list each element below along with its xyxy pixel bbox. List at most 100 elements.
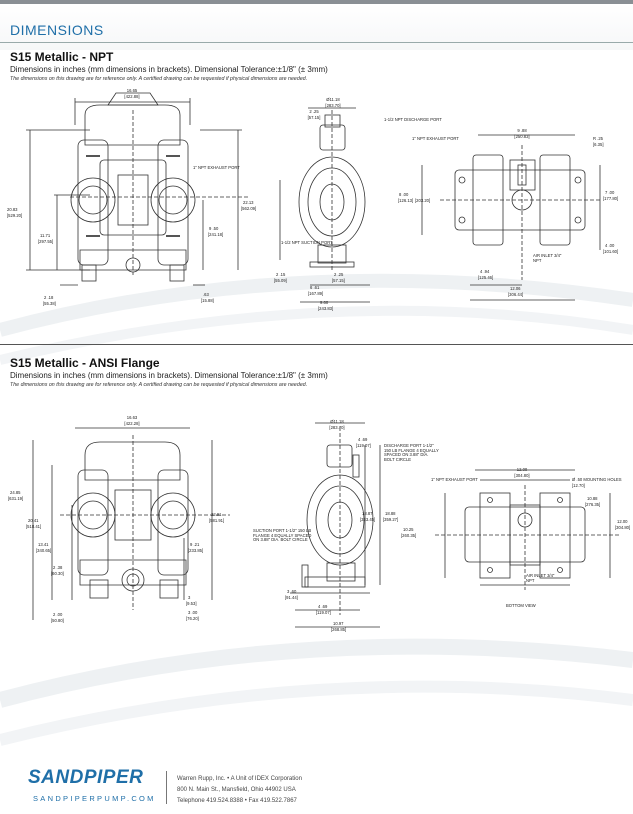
npt-plan-h3-mm: [101.60] (603, 249, 619, 254)
ansi-front-h5-mm: [233.85] (188, 548, 204, 553)
ansi-side-h2-mm: [359.27] (383, 517, 399, 522)
npt-plan-w1: 9 .88 (517, 128, 527, 133)
npt-front-view-drawing (26, 92, 250, 286)
npt-front-height-mm: [529.20] (7, 213, 23, 218)
npt-plan-b2: 12.06 (510, 286, 521, 291)
npt-side-top: Ø11.18 (326, 97, 340, 102)
ansi-front-view-drawing (32, 427, 230, 620)
ansi-front-h2-mm: [518.41] (26, 524, 42, 529)
npt-plan-exhaust-label: 1" NPT EXHAUST PORT (412, 136, 459, 141)
ansi-plan-mount: Ø .50 MOUNTING HOLES (572, 477, 622, 482)
ansi-side-suction-label: SUCTION PORT 1-1/2" 150 LB FLANGE 4 EQUA… (253, 528, 312, 543)
ansi-side-b3: 10.97 (333, 621, 344, 626)
section-subtitle-ansi: Dimensions in inches (mm dimensions in b… (10, 371, 328, 380)
ansi-side-top-mm: [283.70] (329, 425, 345, 430)
ansi-front-height-mm: [631.19] (8, 496, 24, 501)
npt-plan-h1-mm: [203.20] (415, 198, 431, 203)
ansi-side-b2: 4 .69 (318, 604, 328, 609)
npt-plan-h0: [126.13] (398, 198, 414, 203)
ansi-plan-h1: 10.25 (403, 527, 414, 532)
npt-plan-r-mm: [6.35] (593, 142, 604, 147)
npt-front-h2: 11.71 (40, 233, 51, 238)
ansi-front-h3: 13.41 (38, 542, 49, 547)
ansi-front-b1-mm: [60.30] (51, 571, 64, 576)
ansi-front-b4-mm: [9.53] (186, 601, 197, 606)
npt-front-b1-mm: [55.38] (43, 301, 56, 306)
page-header: DIMENSIONS (0, 0, 633, 50)
npt-front-b2-mm: [15.88] (201, 298, 214, 303)
ansi-front-h3-mm: [340.65] (36, 548, 52, 553)
ansi-plan-h2: 12.00 (617, 519, 628, 524)
ansi-front-h2: 20.41 (28, 518, 39, 523)
ansi-side-view-drawing (290, 422, 381, 628)
npt-plan-h2-mm: [177.80] (603, 196, 619, 201)
npt-side-b3: 6 .61 (310, 285, 320, 290)
ansi-front-b3: 3 .00 (188, 610, 198, 615)
npt-side-b4: 9.60 (320, 300, 329, 305)
npt-side-b1-mm: [55.09] (274, 278, 287, 283)
npt-side-b4-mm: [243.83] (318, 306, 334, 311)
npt-plan-b1-mm: [125.46] (478, 275, 494, 280)
npt-plan-air-label: AIR INLET 3/4" NPT (533, 253, 562, 263)
section-title-npt: S15 Metallic - NPT (10, 50, 114, 64)
ansi-plan-air-label: AIR INLET 3/4" NPT (526, 573, 555, 583)
ansi-plan-bottom-label: BOTTOM VIEW (506, 603, 536, 608)
ansi-plan-h1-mm: [260.35] (401, 533, 417, 538)
npt-plan-h3: 4 .00 (605, 243, 615, 248)
npt-front-height: 20.83 (7, 207, 18, 212)
ansi-front-b1: 2 .38 (53, 565, 63, 570)
header-rule (0, 42, 633, 43)
ansi-front-h5: 9 .21 (190, 542, 200, 547)
npt-front-h4: 9 .50 (209, 226, 219, 231)
ansi-side-b2-mm: [119.07] (316, 610, 331, 615)
ansi-side-top2-mm: [119.07] (356, 443, 371, 448)
footer-address-line: 800 N. Main St., Mansfield, Ohio 44902 U… (177, 787, 296, 793)
npt-front-b2: .63 (203, 292, 209, 297)
npt-plan-r: R .25 (593, 136, 604, 141)
ansi-side-top2: 4 .69 (358, 437, 368, 442)
npt-plan-b2-mm: [306.44] (508, 292, 524, 297)
npt-front-h3-mm: [562.09] (241, 206, 257, 211)
ansi-side-top: Ø11.18 (330, 419, 344, 424)
npt-side-b1: 2 .15 (276, 272, 286, 277)
npt-side-view-drawing (279, 107, 370, 303)
ansi-front-height: 24.85 (10, 490, 21, 495)
npt-front-width: 16.65 (126, 88, 138, 93)
npt-side-b3-mm: [167.89] (308, 291, 324, 296)
ansi-front-h4: 22.91 (211, 512, 222, 517)
ansi-plan-w2-mm: [304.80] (514, 473, 530, 478)
ansi-front-b2-mm: [50.80] (51, 618, 64, 623)
footer-company-line: Warren Rupp, Inc. • A Unit of IDEX Corpo… (177, 776, 302, 782)
ansi-plan-w1: 10.88 (587, 496, 598, 501)
ansi-front-b3-mm: [76.20] (186, 616, 199, 621)
ansi-side-b1-mm: [91.44] (285, 595, 298, 600)
npt-plan-view-drawing (421, 134, 601, 301)
npt-side-b2: 2 .25 (334, 272, 344, 277)
page-title: DIMENSIONS (10, 22, 104, 38)
section-note-npt: The dimensions on this drawing are for r… (10, 76, 308, 82)
npt-front-exhaust-label: 1" NPT EXHAUST PORT (193, 165, 240, 170)
section-title-ansi: S15 Metallic - ANSI Flange (10, 356, 160, 370)
ansi-side-b1: 3 .60 (287, 589, 297, 594)
ansi-plan-mount-mm: [12.70] (572, 483, 585, 488)
npt-plan-w1-mm: [250.83] (514, 134, 530, 139)
section-note-ansi: The dimensions on this drawing are for r… (10, 382, 308, 388)
section-divider (0, 344, 633, 345)
ansi-front-h4-mm: [581.91] (209, 518, 225, 523)
section-subtitle-npt: Dimensions in inches (mm dimensions in b… (10, 65, 328, 74)
npt-front-b1: 2 .18 (44, 295, 54, 300)
npt-front-h4-mm: [241.18] (208, 232, 224, 237)
npt-side-top2: 2 .25 (309, 109, 319, 114)
npt-front-h3: 22.13 (243, 200, 254, 205)
ansi-side-h2: 18.88 (385, 511, 396, 516)
npt-side-suction-label: 1-1/2 NPT SUCTION PORT (281, 240, 333, 245)
ansi-side-h1: 18.87 (362, 511, 373, 516)
footer-url[interactable]: SANDPIPERPUMP.COM (33, 794, 156, 803)
sandpiper-logo: SANDPIPER (28, 767, 144, 788)
npt-plan-h1: 8 .00 (399, 192, 409, 197)
ansi-plan-w1-mm: [276.35] (585, 502, 601, 507)
ansi-bottom-view-drawing (435, 469, 620, 590)
npt-side-top-mm: [283.70] (325, 103, 341, 108)
npt-front-width-mm: [422.88] (124, 94, 140, 99)
